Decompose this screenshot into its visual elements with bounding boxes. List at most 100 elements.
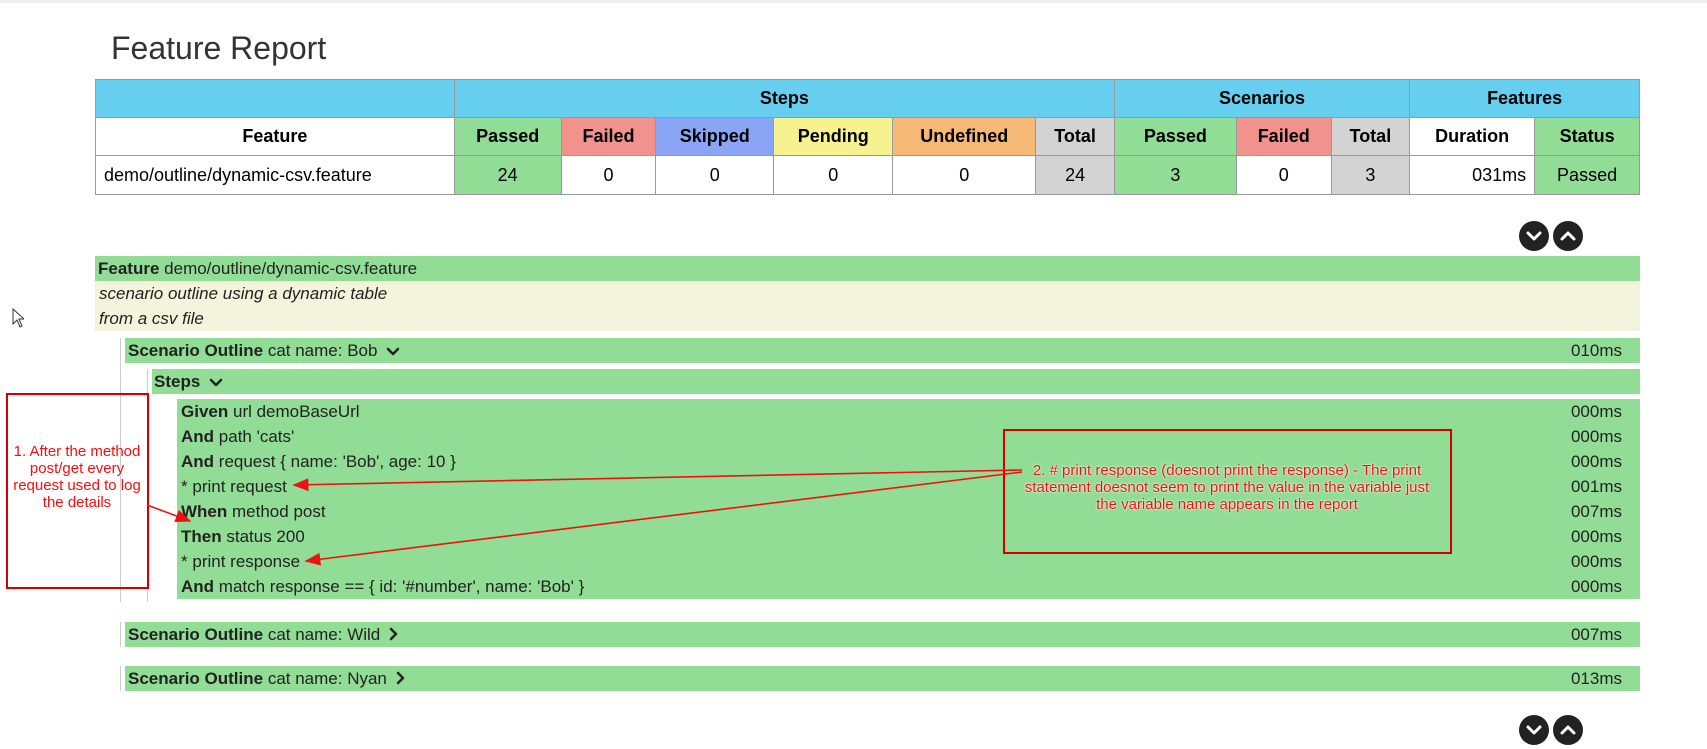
step-keyword: And bbox=[181, 427, 215, 446]
scenario-name: cat name: Bob bbox=[267, 341, 378, 360]
step-duration: 000ms bbox=[1570, 402, 1622, 421]
chevron-up-circle-icon bbox=[1560, 725, 1576, 735]
row-scen-passed: 3 bbox=[1113, 155, 1237, 195]
step-keyword: And bbox=[181, 577, 215, 596]
summary-table: Steps Scenarios Features Feature Passed … bbox=[95, 79, 1640, 195]
indent-guide bbox=[120, 338, 121, 602]
annotation-note-2: 2. # print response (doesnot print the r… bbox=[1024, 462, 1430, 513]
step-keyword: Then bbox=[181, 527, 222, 546]
feature-name: demo/outline/dynamic-csv.feature bbox=[164, 259, 418, 278]
step-duration: 007ms bbox=[1570, 502, 1622, 521]
col-feature: Feature bbox=[95, 117, 455, 156]
row-duration: 031ms bbox=[1409, 155, 1536, 195]
step-text: match response == { id: '#number', name:… bbox=[218, 577, 585, 596]
group-features: Features bbox=[1409, 79, 1640, 118]
feature-keyword: Feature bbox=[98, 259, 160, 278]
row-steps-total: 24 bbox=[1035, 155, 1115, 195]
col-steps-undefined: Undefined bbox=[892, 117, 1037, 156]
col-steps-skipped: Skipped bbox=[655, 117, 775, 156]
annotation-note-1: 1. After the method post/get every reque… bbox=[13, 443, 141, 511]
step-text: status 200 bbox=[226, 527, 305, 546]
step-row: And path 'cats' 000ms bbox=[177, 424, 1640, 449]
mouse-pointer-icon bbox=[12, 308, 24, 328]
step-row: * print response 000ms bbox=[177, 549, 1640, 574]
scenario-duration: 013ms bbox=[1570, 669, 1622, 688]
step-duration: 000ms bbox=[1570, 527, 1622, 546]
step-keyword: And bbox=[181, 452, 215, 471]
step-text: path 'cats' bbox=[218, 427, 295, 446]
expand-all-button-bottom[interactable] bbox=[1553, 715, 1583, 745]
step-keyword: When bbox=[181, 502, 228, 521]
step-duration: 000ms bbox=[1570, 452, 1622, 471]
step-text: method post bbox=[232, 502, 326, 521]
scenario-keyword: Scenario Outline bbox=[128, 625, 264, 644]
row-feature-name[interactable]: demo/outline/dynamic-csv.feature bbox=[95, 155, 455, 195]
annotation-box-1 bbox=[6, 393, 149, 589]
row-steps-skipped: 0 bbox=[655, 155, 775, 195]
scenario-duration: 010ms bbox=[1570, 341, 1622, 360]
step-duration: 000ms bbox=[1570, 577, 1622, 596]
step-row: And request { name: 'Bob', age: 10 } 000… bbox=[177, 449, 1640, 474]
scenario-header-nyan[interactable]: Scenario Outline cat name: Nyan 013ms bbox=[125, 666, 1640, 691]
scenario-name: cat name: Wild bbox=[267, 625, 381, 644]
step-keyword: * bbox=[181, 477, 188, 496]
row-steps-undefined: 0 bbox=[892, 155, 1037, 195]
scenario-header-bob[interactable]: Scenario Outline cat name: Bob 010ms bbox=[125, 338, 1640, 363]
chevron-down-circle-icon bbox=[1526, 231, 1542, 241]
feature-header[interactable]: Feature demo/outline/dynamic-csv.feature bbox=[95, 256, 1640, 281]
row-scen-failed: 0 bbox=[1235, 155, 1332, 195]
row-scen-total: 3 bbox=[1330, 155, 1411, 195]
feature-description-line: scenario outline using a dynamic table bbox=[99, 284, 388, 303]
chevron-down-icon[interactable] bbox=[209, 378, 223, 388]
row-steps-failed: 0 bbox=[560, 155, 657, 195]
feature-description-line: from a csv file bbox=[99, 309, 204, 328]
col-status: Status bbox=[1534, 117, 1640, 156]
step-duration: 000ms bbox=[1570, 427, 1622, 446]
step-text: url demoBaseUrl bbox=[232, 402, 360, 421]
group-steps: Steps bbox=[453, 79, 1115, 118]
collapse-all-button-bottom[interactable] bbox=[1519, 715, 1549, 745]
step-row: * print request 001ms bbox=[177, 474, 1640, 499]
col-steps-passed: Passed bbox=[453, 117, 562, 156]
col-scen-total: Total bbox=[1330, 117, 1411, 156]
indent-guide bbox=[120, 666, 121, 691]
chevron-up-circle-icon bbox=[1560, 231, 1576, 241]
header-blank bbox=[95, 79, 455, 118]
step-row: Then status 200 000ms bbox=[177, 524, 1640, 549]
scenario-name: cat name: Nyan bbox=[267, 669, 387, 688]
step-row: Given url demoBaseUrl 000ms bbox=[177, 399, 1640, 424]
step-row: And match response == { id: '#number', n… bbox=[177, 574, 1640, 599]
scenario-header-wild[interactable]: Scenario Outline cat name: Wild 007ms bbox=[125, 622, 1640, 647]
scenario-keyword: Scenario Outline bbox=[128, 341, 264, 360]
step-row: When method post 007ms bbox=[177, 499, 1640, 524]
chevron-down-icon[interactable] bbox=[386, 347, 400, 357]
step-duration: 001ms bbox=[1570, 477, 1622, 496]
chevron-right-icon[interactable] bbox=[389, 627, 399, 641]
scenario-duration: 007ms bbox=[1570, 625, 1622, 644]
feature-description: scenario outline using a dynamic table f… bbox=[95, 281, 1640, 331]
page-title: Feature Report bbox=[111, 30, 327, 66]
step-text: print response bbox=[192, 552, 301, 571]
step-duration: 000ms bbox=[1570, 552, 1622, 571]
expand-all-button[interactable] bbox=[1553, 221, 1583, 251]
col-duration: Duration bbox=[1409, 117, 1536, 156]
scenario-keyword: Scenario Outline bbox=[128, 669, 264, 688]
step-text: request { name: 'Bob', age: 10 } bbox=[218, 452, 456, 471]
col-steps-total: Total bbox=[1035, 117, 1115, 156]
chevron-right-icon[interactable] bbox=[396, 671, 406, 685]
indent-guide bbox=[120, 622, 121, 647]
col-steps-pending: Pending bbox=[773, 117, 894, 156]
top-border bbox=[0, 0, 1707, 3]
steps-header[interactable]: Steps bbox=[152, 369, 1640, 394]
group-scenarios: Scenarios bbox=[1113, 79, 1411, 118]
col-scen-failed: Failed bbox=[1235, 117, 1332, 156]
collapse-all-button[interactable] bbox=[1519, 221, 1549, 251]
step-keyword: Given bbox=[181, 402, 229, 421]
step-keyword: * bbox=[181, 552, 188, 571]
row-steps-passed: 24 bbox=[453, 155, 562, 195]
col-scen-passed: Passed bbox=[1113, 117, 1237, 156]
col-steps-failed: Failed bbox=[560, 117, 657, 156]
step-text: print request bbox=[192, 477, 287, 496]
row-steps-pending: 0 bbox=[773, 155, 894, 195]
chevron-down-circle-icon bbox=[1526, 725, 1542, 735]
